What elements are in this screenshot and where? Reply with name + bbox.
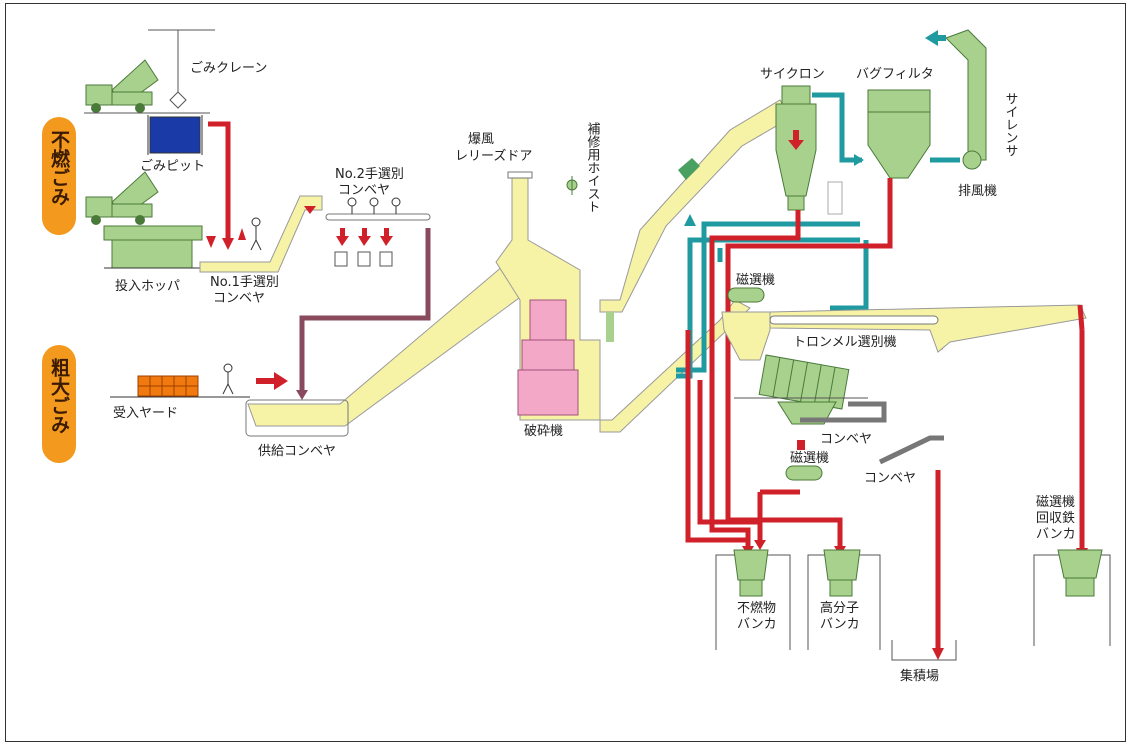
svg-text:ごみクレーン: ごみクレーン <box>190 60 267 76</box>
svg-text:磁選機: 磁選機 <box>1036 495 1075 510</box>
svg-text:No.1手選別: No.1手選別 <box>210 275 279 290</box>
silencer: サイレンサ <box>945 29 1018 161</box>
polymer-bunker: 高分子 バンカ <box>807 549 881 650</box>
svg-text:バンカ: バンカ <box>820 617 860 632</box>
svg-text:高分子: 高分子 <box>820 600 859 616</box>
input-hopper: 投入ホッパ <box>103 225 250 294</box>
no1-sorting-conveyor: No.1手選別 コンベヤ <box>199 195 323 306</box>
mag-recovered-iron-bunker: 磁選機 回収鉄 バンカ <box>1033 495 1111 646</box>
svg-text:破砕機: 破砕機 <box>524 424 563 439</box>
svg-text:レリーズドア: レリーズドア <box>455 148 532 164</box>
svg-text:コンベヤ: コンベヤ <box>820 432 872 447</box>
bulky-tag: 粗大ごみ <box>42 345 76 463</box>
svg-text:補修用ホイスト: 補修用ホイスト <box>585 122 601 213</box>
svg-text:サイクロン: サイクロン <box>760 67 825 82</box>
magnetic-separator-2: 磁選機 <box>785 451 829 481</box>
no2-sorting-conveyor: No.2手選別 コンベヤ <box>325 167 431 267</box>
svg-text:爆風: 爆風 <box>468 132 494 147</box>
svg-text:回収鉄: 回収鉄 <box>1036 511 1075 526</box>
svg-text:投入ホッパ: 投入ホッパ <box>115 278 180 294</box>
supply-conveyor: 供給コンベヤ <box>245 259 531 459</box>
svg-text:バンカ: バンカ <box>1036 527 1076 542</box>
crusher: 破砕機 <box>517 299 579 439</box>
svg-text:磁選機: 磁選機 <box>790 451 829 466</box>
maintenance-hoist: 補修用ホイスト <box>566 122 601 213</box>
svg-text:サイレンサ: サイレンサ <box>1003 92 1018 157</box>
svg-text:不燃ごみ: 不燃ごみ <box>48 130 70 206</box>
noncombustible-tag: 不燃ごみ <box>42 117 76 235</box>
collection-area: 集積場 <box>891 640 957 684</box>
diagram-frame <box>5 3 1126 742</box>
svg-text:バンカ: バンカ <box>737 617 777 632</box>
svg-text:磁選機: 磁選機 <box>736 273 775 288</box>
svg-text:受入ヤード: 受入ヤード <box>113 406 178 421</box>
svg-text:ごみピット: ごみピット <box>140 158 205 174</box>
worker-icon <box>250 217 262 251</box>
svg-text:コンベヤ: コンベヤ <box>864 471 916 486</box>
svg-text:コンベヤ: コンベヤ <box>213 291 265 306</box>
svg-text:トロンメル選別機: トロンメル選別機 <box>793 335 897 350</box>
trommel-drum <box>734 354 868 425</box>
receiving-yard: 受入ヤード <box>110 363 288 421</box>
garbage-pit: ごみピット <box>140 115 205 174</box>
conveyor-1: コンベヤ <box>800 401 887 447</box>
truck-icon <box>84 59 210 114</box>
svg-text:供給コンベヤ: 供給コンベヤ <box>258 444 336 459</box>
svg-text:不燃物: 不燃物 <box>737 600 776 616</box>
bag-filter: バグフィルタ <box>856 67 934 179</box>
nonburnable-bunker: 不燃物 バンカ <box>715 549 791 650</box>
svg-text:集積場: 集積場 <box>900 668 939 684</box>
exhaust-fan: 排風機 <box>958 150 997 199</box>
svg-text:排風機: 排風機 <box>958 184 997 199</box>
svg-text:粗大ごみ: 粗大ごみ <box>48 357 70 434</box>
magnetic-separator-1: 磁選機 <box>727 273 775 303</box>
garbage-crane: ごみクレーン <box>148 29 267 109</box>
conveyor-2: コンベヤ <box>864 435 944 486</box>
cyclone: サイクロン <box>760 67 825 211</box>
truck-icon <box>85 171 159 225</box>
trommel-conveyor: トロンメル選別機 <box>769 304 1087 353</box>
svg-text:バグフィルタ: バグフィルタ <box>856 67 934 82</box>
svg-text:コンベヤ: コンベヤ <box>338 183 390 198</box>
svg-text:No.2手選別: No.2手選別 <box>335 167 404 182</box>
